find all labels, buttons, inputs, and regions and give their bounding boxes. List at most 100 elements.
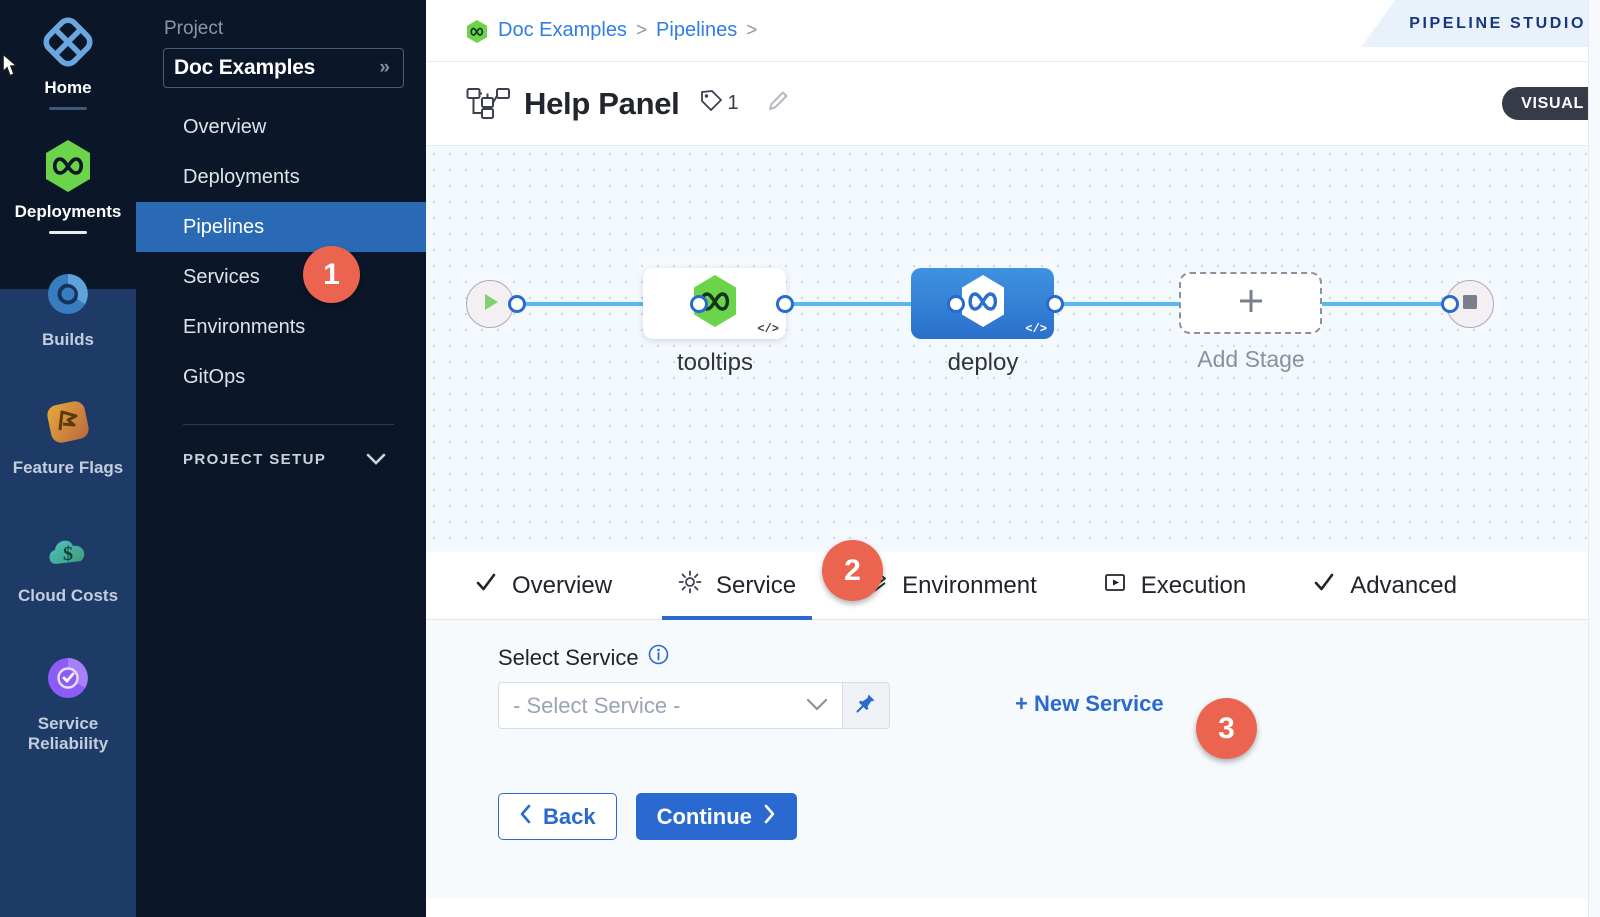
project-label: Project — [164, 18, 224, 39]
sidebar-item-pipelines[interactable]: Pipelines — [136, 202, 426, 252]
rail-item-label: Cloud Costs — [17, 586, 119, 605]
chevron-right-icon — [762, 804, 776, 830]
rail-item-label: Home — [44, 78, 92, 97]
callout-number: 2 — [844, 553, 861, 587]
select-service-label-group: Select Service — [498, 644, 669, 671]
back-button[interactable]: Back — [498, 793, 617, 840]
sidebar-item-label: Overview — [183, 115, 267, 138]
sidebar-item-label: Services — [183, 265, 260, 288]
breadcrumb-link-project[interactable]: Doc Examples — [498, 19, 627, 41]
tab-execution[interactable]: Execution — [1103, 552, 1246, 620]
breadcrumb-link-pipelines[interactable]: Pipelines — [656, 19, 738, 41]
pipeline-edge — [1054, 302, 1184, 306]
info-circle-icon[interactable] — [648, 644, 669, 671]
tab-label: Overview — [512, 571, 613, 599]
sidebar-item-environments[interactable]: Environments — [136, 302, 426, 352]
pipeline-edge — [786, 302, 956, 306]
tab-service[interactable]: Service — [662, 552, 813, 620]
rail-item-deployments[interactable]: Deployments — [0, 110, 136, 234]
pipeline-studio-ribbon-label: PIPELINE STUDIO — [1409, 14, 1586, 32]
project-selector[interactable]: Doc Examples » — [163, 48, 404, 88]
add-stage-label: Add Stage — [1197, 346, 1305, 372]
mode-badge-visual[interactable]: VISUAL — [1502, 87, 1600, 120]
pipeline-port[interactable] — [1046, 295, 1064, 313]
deployments-hexagon-icon — [40, 138, 96, 194]
harness-hexagon-icon — [466, 19, 488, 43]
pipeline-start-node[interactable] — [466, 280, 514, 328]
callout-badge-1: 1 — [303, 246, 360, 303]
breadcrumb-separator: > — [746, 19, 758, 41]
tab-label: Advanced — [1350, 571, 1457, 599]
rail-item-builds[interactable]: Builds — [0, 234, 136, 350]
add-stage-button[interactable] — [1179, 272, 1322, 334]
module-rail: Home Deployments Builds — [0, 0, 136, 917]
mode-badge-label: VISUAL — [1521, 94, 1584, 112]
pipeline-port[interactable] — [1441, 295, 1459, 313]
sidebar-item-overview[interactable]: Overview — [136, 102, 426, 152]
rail-item-feature-flags[interactable]: Feature Flags — [0, 350, 136, 478]
tab-overview[interactable]: Overview — [474, 552, 612, 620]
rail-item-label: Deployments — [14, 202, 122, 221]
select-service-label: Select Service — [498, 644, 639, 670]
sidebar-item-gitops[interactable]: GitOps — [136, 352, 426, 402]
service-form-panel: Select Service - Select Service - — [426, 620, 1600, 898]
sidebar-project-setup-label: PROJECT SETUP — [183, 451, 327, 468]
pipeline-canvas[interactable]: </> tooltips </> deploy — [426, 145, 1600, 552]
pipeline-port[interactable] — [776, 295, 794, 313]
gear-icon — [678, 570, 702, 601]
tag-icon — [698, 88, 724, 119]
right-edge-strip — [1588, 0, 1600, 917]
main-content: Doc Examples > Pipelines > PIPELINE STUD… — [426, 0, 1600, 917]
rail-item-label: Feature Flags — [12, 458, 124, 477]
project-selector-name: Doc Examples — [174, 56, 316, 79]
new-service-link[interactable]: + New Service — [1015, 691, 1164, 716]
rail-item-home[interactable]: Home — [0, 0, 136, 110]
breadcrumb: Doc Examples > Pipelines > PIPELINE STUD… — [426, 0, 1600, 62]
pipeline-stage-tooltips[interactable]: </> — [643, 268, 786, 339]
continue-button[interactable]: Continue — [635, 793, 797, 840]
feature-flags-icon — [40, 394, 96, 450]
pipeline-port[interactable] — [690, 295, 708, 313]
pipeline-stage-label: tooltips — [676, 349, 754, 376]
sidebar-item-label: Environments — [183, 315, 306, 338]
home-diamond-icon — [40, 14, 96, 70]
play-triangle-icon — [479, 291, 501, 318]
sidebar-item-label: Pipelines — [183, 215, 265, 238]
rail-active-underline — [49, 107, 87, 110]
callout-badge-2: 2 — [822, 540, 883, 601]
continue-button-label: Continue — [656, 803, 752, 829]
harness-hexagon-white-icon — [958, 273, 1008, 334]
rail-item-cloud-costs[interactable]: $ Cloud Costs — [0, 478, 136, 606]
pipeline-stage-deploy[interactable]: </> — [911, 268, 1054, 339]
sidebar-item-deployments[interactable]: Deployments — [136, 152, 426, 202]
svg-text:$: $ — [63, 543, 73, 565]
sidebar-project-setup[interactable]: PROJECT SETUP — [136, 451, 426, 468]
rail-item-label: Service Reliability — [27, 714, 109, 753]
pencil-edit-icon[interactable] — [765, 88, 791, 119]
breadcrumb-separator: > — [635, 19, 648, 41]
callout-number: 1 — [323, 257, 340, 291]
tag-count: 1 — [727, 92, 739, 114]
tag-count-group[interactable]: 1 — [698, 88, 739, 119]
pin-field-button[interactable] — [843, 682, 890, 729]
tab-label: Service — [716, 571, 797, 599]
select-service-input[interactable]: - Select Service - — [498, 682, 843, 729]
select-service-placeholder: - Select Service - — [513, 692, 681, 718]
pipeline-port[interactable] — [508, 295, 526, 313]
tab-label: Execution — [1140, 571, 1247, 599]
pipeline-edge — [1321, 302, 1466, 306]
tab-advanced[interactable]: Advanced — [1312, 552, 1457, 620]
sidebar-item-services[interactable]: Services — [136, 252, 426, 302]
pointer-cursor-icon — [2, 52, 20, 78]
pipeline-nodes-icon — [466, 87, 510, 121]
sidebar-item-label: Deployments — [183, 165, 300, 188]
rail-item-service-reliability[interactable]: Service Reliability — [0, 606, 136, 754]
form-actions: Back Continue — [498, 793, 797, 840]
check-icon — [474, 570, 498, 601]
tab-environment[interactable]: Environment — [862, 552, 1037, 620]
pipeline-edge — [520, 302, 700, 306]
rail-item-label: Builds — [42, 330, 94, 349]
project-sidebar: Project Doc Examples » Overview Deployme… — [136, 0, 426, 917]
pipeline-port[interactable] — [947, 295, 965, 313]
chevron-down-icon — [366, 452, 386, 468]
